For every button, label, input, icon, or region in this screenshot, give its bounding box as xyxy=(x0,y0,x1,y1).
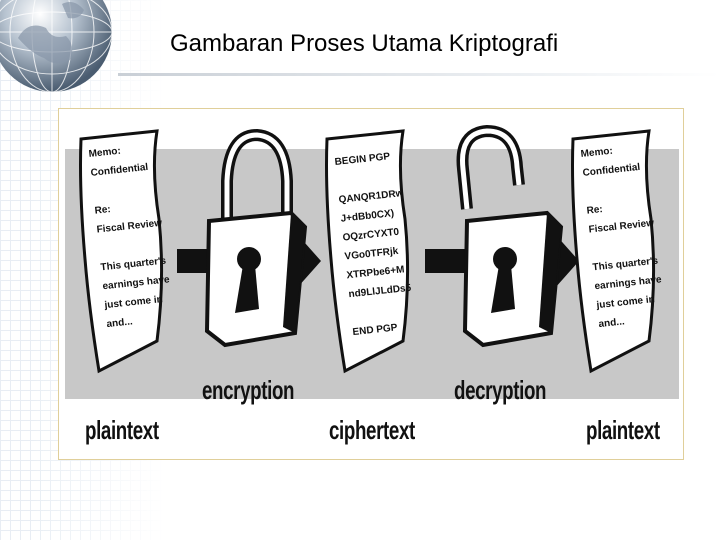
label-encryption: encryption xyxy=(202,375,295,405)
slide-title: Gambaran Proses Utama Kriptografi xyxy=(170,30,559,57)
plaintext-left-doc-line: and... xyxy=(106,316,133,330)
plaintext-left-doc-line: Re: xyxy=(94,204,111,217)
plaintext-right-doc-line: Re: xyxy=(586,204,603,217)
label-ciphertext: ciphertext xyxy=(329,415,415,445)
label-plaintext-left: plaintext xyxy=(85,415,159,445)
label-decryption: decryption xyxy=(454,375,547,405)
closed-padlock-icon xyxy=(204,128,308,348)
plaintext-left-doc-line: Memo: xyxy=(88,146,121,160)
plaintext-right-doc-line: and... xyxy=(598,316,625,330)
open-padlock-icon xyxy=(456,124,564,348)
ciphertext-doc-line: END PGP xyxy=(352,322,398,338)
label-plaintext-right: plaintext xyxy=(586,415,660,445)
globe-icon xyxy=(0,0,113,93)
plaintext-right-doc-line: Memo: xyxy=(580,146,613,160)
title-underline xyxy=(118,73,720,76)
ciphertext-document: BEGIN PGPQANQR1DRwJ+dBb0CX)OQzrCYXT0VGo0… xyxy=(325,129,412,374)
